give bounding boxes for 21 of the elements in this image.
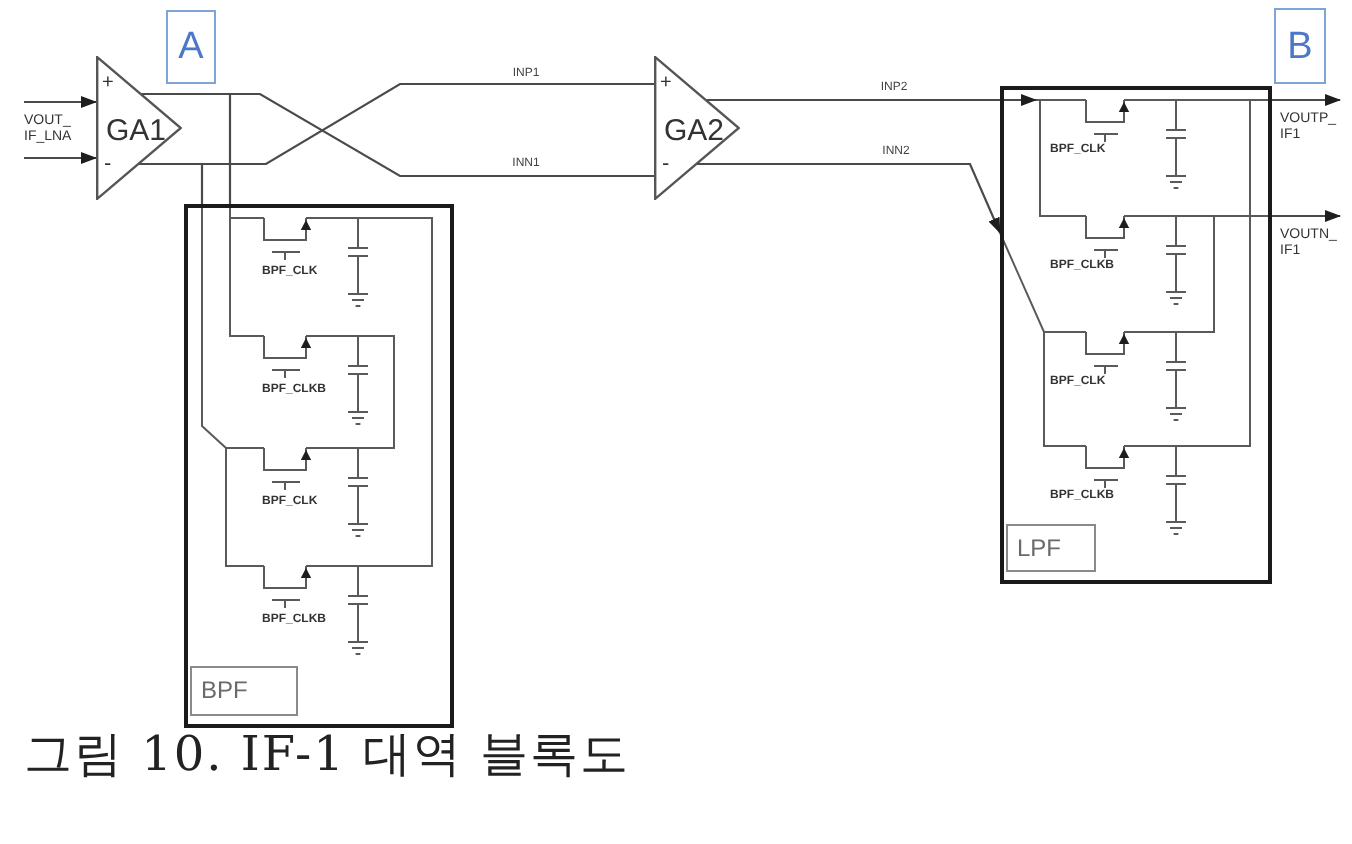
arrow: [706, 94, 1037, 106]
polarity-sign: +: [102, 74, 114, 94]
reference-letter-box: A: [166, 10, 216, 84]
amplifier-label: GA2: [664, 116, 725, 146]
arrow: [24, 96, 97, 108]
polarity-sign: +: [660, 74, 672, 94]
filter-box: [1000, 86, 1272, 584]
caption: 그림 10. IF-1 대역 블록도: [24, 726, 631, 784]
arrow: [697, 162, 1001, 234]
arrow: [1272, 210, 1341, 222]
arrow: [1272, 94, 1341, 106]
arrow: [24, 152, 97, 164]
amplifier-triangle: [96, 56, 182, 200]
label-box: LPF: [1005, 523, 1095, 571]
filter-box: [184, 204, 454, 728]
polarity-sign: -: [662, 154, 670, 176]
polarity-sign: -: [104, 154, 112, 176]
label-box: BPF: [189, 665, 297, 715]
reference-letter-box: B: [1274, 8, 1326, 84]
amplifier-label: GA1: [106, 116, 167, 146]
amplifier-triangle: [654, 56, 740, 200]
